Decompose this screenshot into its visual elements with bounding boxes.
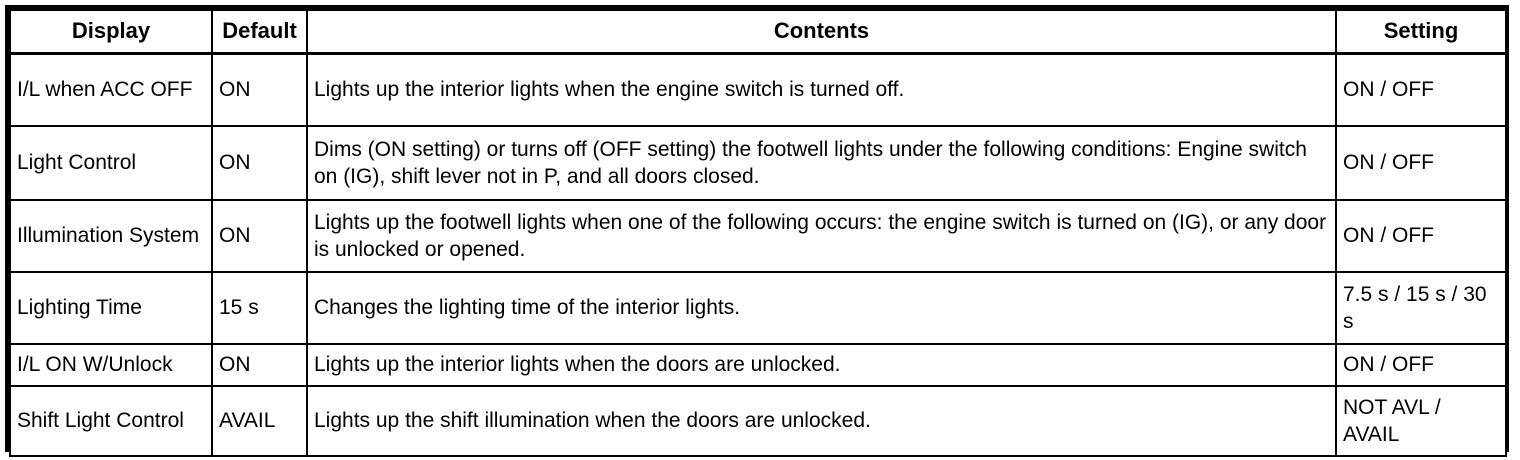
cell-contents: Lights up the shift illumination when th…	[306, 385, 1337, 457]
cell-setting: ON / OFF	[1335, 343, 1507, 387]
cell-setting: 7.5 s / 15 s / 30 s	[1335, 271, 1507, 345]
cell-default: ON	[211, 199, 308, 273]
cell-setting: ON / OFF	[1335, 199, 1507, 273]
table-body: I/L when ACC OFF ON Lights up the interi…	[9, 52, 1507, 457]
column-header-default: Default	[211, 9, 308, 55]
interior-light-settings-table: Display Default Contents Setting I/L whe…	[9, 9, 1507, 457]
table-header-row: Display Default Contents Setting	[9, 9, 1507, 55]
cell-contents: Dims (ON setting) or turns off (OFF sett…	[306, 125, 1337, 201]
column-header-setting: Setting	[1335, 9, 1507, 55]
cell-default: ON	[211, 125, 308, 201]
cell-display: I/L when ACC OFF	[9, 52, 213, 127]
table-row: Illumination System ON Lights up the foo…	[9, 199, 1507, 273]
cell-display: Shift Light Control	[9, 385, 213, 457]
cell-display: Light Control	[9, 125, 213, 201]
column-header-contents: Contents	[306, 9, 1337, 55]
cell-default: ON	[211, 343, 308, 387]
settings-table-container: Display Default Contents Setting I/L whe…	[5, 5, 1509, 457]
table-row: I/L when ACC OFF ON Lights up the interi…	[9, 52, 1507, 127]
cell-setting: ON / OFF	[1335, 52, 1507, 127]
cell-display: Lighting Time	[9, 271, 213, 345]
table-row: Shift Light Control AVAIL Lights up the …	[9, 385, 1507, 457]
cell-contents: Changes the lighting time of the interio…	[306, 271, 1337, 345]
table-header: Display Default Contents Setting	[9, 9, 1507, 55]
cell-default: ON	[211, 52, 308, 127]
table-row: I/L ON W/Unlock ON Lights up the interio…	[9, 343, 1507, 387]
cell-default: 15 s	[211, 271, 308, 345]
column-header-display: Display	[9, 9, 213, 55]
table-row: Light Control ON Dims (ON setting) or tu…	[9, 125, 1507, 201]
cell-default: AVAIL	[211, 385, 308, 457]
cell-contents: Lights up the footwell lights when one o…	[306, 199, 1337, 273]
cell-contents: Lights up the interior lights when the d…	[306, 343, 1337, 387]
cell-display: I/L ON W/Unlock	[9, 343, 213, 387]
table-row: Lighting Time 15 s Changes the lighting …	[9, 271, 1507, 345]
cell-setting: NOT AVL / AVAIL	[1335, 385, 1507, 457]
cell-setting: ON / OFF	[1335, 125, 1507, 201]
cell-contents: Lights up the interior lights when the e…	[306, 52, 1337, 127]
cell-display: Illumination System	[9, 199, 213, 273]
